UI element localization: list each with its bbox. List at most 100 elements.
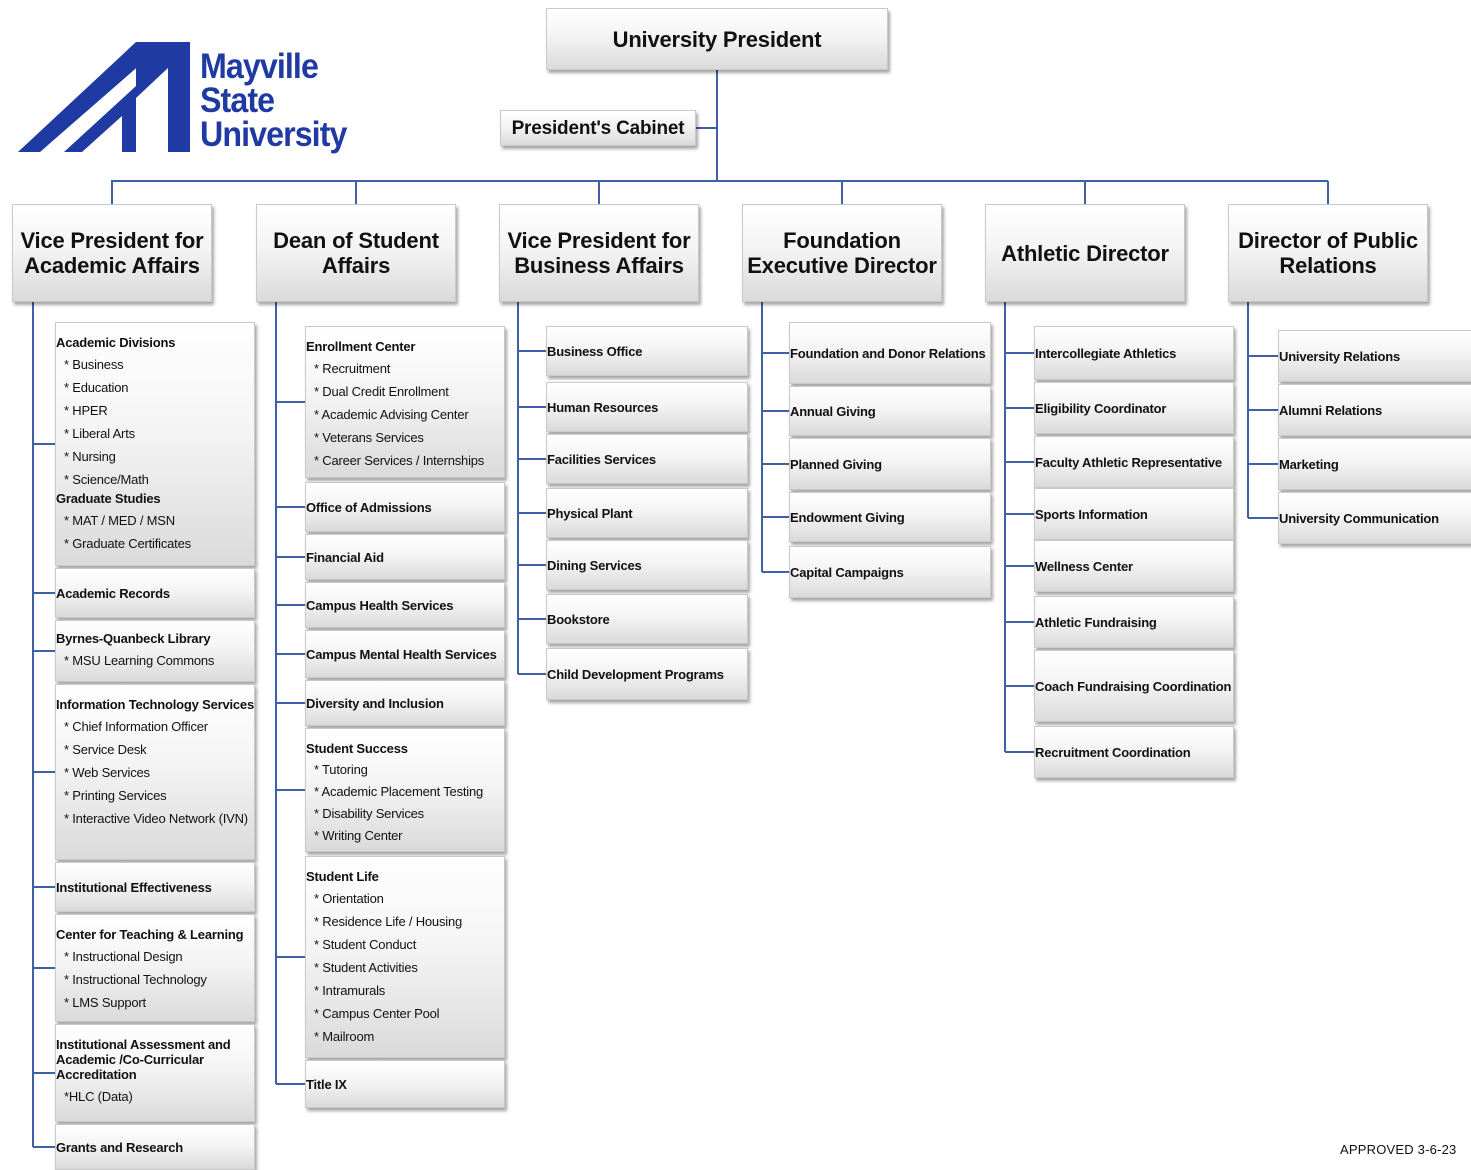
unit-label: Institutional Effectiveness: [56, 879, 212, 895]
unit-subitem: * Chief Information Officer: [64, 719, 208, 734]
unit-label: Facilities Services: [547, 451, 656, 467]
unit-box: Financial Aid: [305, 534, 505, 580]
university-logo: Mayville State University: [18, 40, 363, 160]
unit-box: Faculty Athletic Representative: [1034, 436, 1234, 488]
unit-label: Foundation and Donor Relations: [790, 345, 986, 361]
unit-label: Recruitment Coordination: [1035, 744, 1191, 760]
unit-group-title: Student Life: [306, 869, 379, 884]
unit-box: University Relations: [1278, 330, 1471, 382]
division-title-line: Director of Public: [1238, 228, 1418, 253]
unit-subitem: * LMS Support: [64, 995, 146, 1010]
unit-label: Eligibility Coordinator: [1035, 400, 1167, 416]
unit-subitem: * Science/Math: [64, 472, 149, 487]
unit-label: Sports Information: [1035, 506, 1148, 522]
cabinet-box: President's Cabinet: [500, 110, 696, 146]
division-title-line: Affairs: [321, 253, 391, 278]
unit-subitem: * Writing Center: [314, 828, 403, 843]
unit-label: Title IX: [306, 1076, 347, 1092]
unit-group-box: Enrollment Center* Recruitment* Dual Cre…: [305, 326, 505, 478]
unit-group-box: Student Life * Orientation * Residence Lif…: [305, 856, 505, 1058]
unit-label: University Communication: [1279, 510, 1439, 526]
division-title-line: Relations: [1279, 253, 1377, 278]
unit-group-title: Byrnes-Quanbeck Library: [56, 631, 211, 646]
division-title-line: Foundation: [783, 228, 901, 253]
unit-box: Annual Giving: [789, 386, 991, 436]
unit-subitem: *HLC (Data): [64, 1089, 133, 1104]
unit-group-title: Enrollment Center: [306, 339, 416, 354]
unit-box: Diversity and Inclusion: [305, 680, 505, 726]
unit-box: Human Resources: [546, 382, 748, 432]
unit-label: Child Development Programs: [547, 666, 724, 682]
unit-subitem: * Academic Advising Center: [314, 407, 469, 422]
unit-subitem: * MAT / MED / MSN: [64, 513, 175, 528]
unit-box: Intercollegiate Athletics: [1034, 326, 1234, 380]
unit-subitem: * Web Services: [64, 765, 150, 780]
unit-subitem: * Orientation: [314, 891, 384, 906]
unit-label: Bookstore: [547, 611, 610, 627]
approval-note: APPROVED 3-6-23: [1340, 1142, 1457, 1157]
unit-subitem: * Business: [64, 357, 124, 372]
unit-subitem: * Intramurals: [314, 983, 386, 998]
unit-subitem: * Dual Credit Enrollment: [314, 384, 449, 399]
unit-subitem: * Instructional Technology: [64, 972, 207, 987]
unit-subitem: * HPER: [64, 403, 108, 418]
unit-label: Office of Admissions: [306, 499, 432, 515]
unit-box: Institutional Effectiveness: [55, 862, 255, 912]
unit-label: Coach Fundraising Coordination: [1035, 678, 1232, 694]
unit-subitem: * Service Desk: [64, 742, 147, 757]
unit-group-box: Information Technology Services* Chief I…: [55, 684, 255, 860]
unit-box: Campus Mental Health Services: [305, 630, 505, 678]
division-title-line: Academic Affairs: [24, 253, 200, 278]
unit-box: Capital Campaigns: [789, 546, 991, 598]
unit-subitem: * Interactive Video Network (IVN): [64, 811, 248, 826]
unit-label: Physical Plant: [547, 505, 633, 521]
unit-label: Athletic Fundraising: [1035, 614, 1157, 630]
unit-box: Planned Giving: [789, 438, 991, 490]
unit-label: Alumni Relations: [1279, 402, 1382, 418]
division-title-line: Dean of Student: [273, 228, 439, 253]
unit-subitem: * Student Activities: [314, 960, 418, 975]
unit-label: Business Office: [547, 343, 643, 359]
unit-box: Recruitment Coordination: [1034, 726, 1234, 778]
unit-subitem: * Education: [64, 380, 129, 395]
unit-group-title: Institutional Assessment and Academic /C…: [56, 1037, 231, 1082]
unit-subitem: * Student Conduct: [314, 937, 417, 952]
unit-box: Office of Admissions: [305, 482, 505, 532]
unit-box: Academic Records: [55, 568, 255, 618]
unit-label: Wellness Center: [1035, 558, 1133, 574]
unit-subitem: * Liberal Arts: [64, 426, 135, 441]
unit-subitem: * MSU Learning Commons: [64, 653, 215, 668]
unit-label: Intercollegiate Athletics: [1035, 345, 1177, 361]
unit-label: Annual Giving: [790, 403, 876, 419]
logo-mark-icon: [18, 42, 190, 152]
unit-box: Sports Information: [1034, 488, 1234, 540]
unit-group-box: Byrnes-Quanbeck Library * MSU Learning Co…: [55, 620, 255, 682]
unit-subitem: * Career Services / Internships: [314, 453, 485, 468]
unit-box: Campus Health Services: [305, 582, 505, 628]
unit-box: Endowment Giving: [789, 492, 991, 542]
unit-subitem: * Nursing: [64, 449, 116, 464]
unit-box: Alumni Relations: [1278, 384, 1471, 436]
unit-group-title: Graduate Studies: [56, 491, 161, 506]
unit-box: Grants and Research: [55, 1124, 255, 1170]
unit-box: University Communication: [1278, 492, 1471, 544]
unit-box: Wellness Center: [1034, 540, 1234, 592]
unit-group-title: Student Success: [306, 741, 408, 756]
division-title-line: Executive Director: [747, 253, 937, 278]
unit-subitem: * Tutoring: [314, 762, 368, 777]
unit-box: Marketing: [1278, 438, 1471, 490]
unit-label: Human Resources: [547, 399, 659, 415]
unit-label: Financial Aid: [306, 549, 384, 565]
unit-subitem: * Residence Life / Housing: [314, 914, 463, 929]
unit-box: Foundation and Donor Relations: [789, 322, 991, 384]
division-title-line: Vice President for: [507, 228, 691, 253]
